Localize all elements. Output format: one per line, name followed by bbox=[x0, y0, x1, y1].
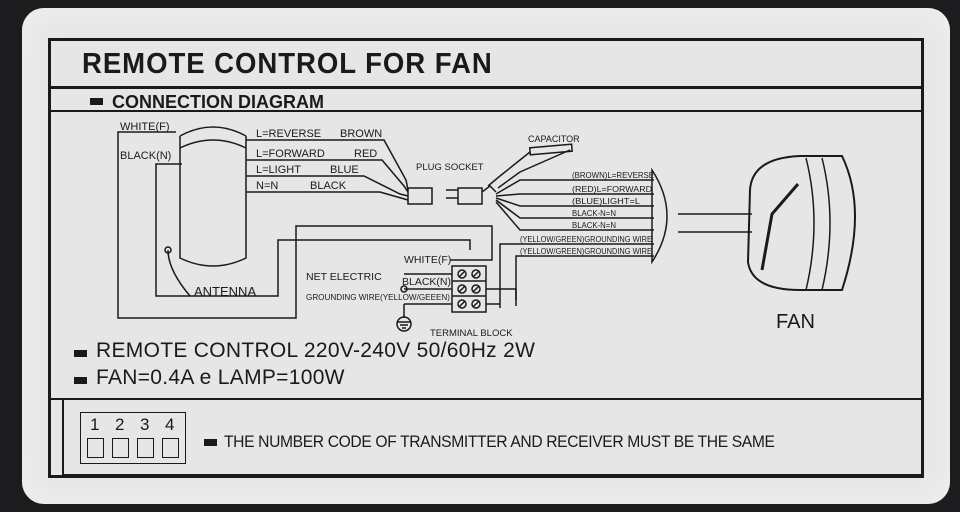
fan-wire-label: (RED)L=FORWARD bbox=[572, 184, 652, 194]
fan-wire-label: (BLUE)LIGHT=L bbox=[572, 196, 640, 206]
bullet-icon bbox=[74, 350, 87, 357]
specs-rule bbox=[50, 398, 922, 400]
fan-wire-label: BLACK-N=N bbox=[572, 208, 616, 218]
label-plug-socket: PLUG SOCKET bbox=[416, 162, 484, 173]
fan-motor bbox=[746, 155, 856, 291]
label-l-forward: L=FORWARD bbox=[256, 148, 325, 160]
label-frame bbox=[48, 38, 924, 478]
dip-switch-slot bbox=[162, 438, 179, 458]
label-l-light: L=LIGHT bbox=[256, 164, 301, 176]
dip-number: 2 bbox=[115, 415, 125, 434]
title-rule bbox=[50, 86, 922, 89]
label-terminal-white: WHITE(F) bbox=[404, 254, 451, 266]
label-card bbox=[22, 8, 950, 504]
wire-black bbox=[246, 191, 409, 201]
plug-socket bbox=[407, 187, 433, 205]
dip-switch-slot bbox=[112, 438, 129, 458]
label-terminal-black: BLACK(N) bbox=[402, 276, 451, 288]
label-n-n: N=N bbox=[256, 180, 278, 192]
label-black-n: BLACK(N) bbox=[120, 150, 171, 162]
antenna-wire bbox=[167, 249, 191, 297]
fan-wire-label: (YELLOW/GREEN)GROUNDING WIRE bbox=[520, 246, 652, 256]
note-box-left bbox=[62, 400, 64, 476]
label-fan: FAN bbox=[776, 311, 815, 333]
label-blue: BLUE bbox=[330, 164, 359, 176]
capacitor bbox=[528, 143, 573, 156]
wire-blue bbox=[246, 175, 409, 197]
wire-brown bbox=[246, 139, 409, 191]
bullet-icon bbox=[204, 439, 217, 446]
label-white-f: WHITE(F) bbox=[120, 121, 169, 133]
spec-voltage: REMOTE CONTROL 220V-240V 50/60Hz 2W bbox=[96, 339, 536, 362]
dip-number: 4 bbox=[165, 415, 175, 434]
wire-white-in bbox=[117, 131, 493, 319]
page-title: REMOTE CONTROL FOR FAN bbox=[82, 48, 493, 80]
label-brown: BROWN bbox=[340, 128, 382, 140]
label-black: BLACK bbox=[310, 180, 347, 192]
dip-switch: 1 2 3 4 bbox=[80, 412, 186, 464]
fan-wire-label: (YELLOW/GREEN)GROUNDING WIRE bbox=[520, 234, 652, 244]
code-note: THE NUMBER CODE OF TRANSMITTER AND RECEI… bbox=[224, 432, 775, 451]
section-heading: CONNECTION DIAGRAM bbox=[112, 92, 324, 112]
label-terminal-block: TERMINAL BLOCK bbox=[430, 328, 513, 339]
dip-number: 1 bbox=[90, 415, 100, 434]
receiver-body bbox=[179, 136, 247, 267]
subtitle-rule bbox=[50, 110, 922, 112]
dip-number: 3 bbox=[140, 415, 150, 434]
fan-wire-label: (BROWN)L=REVERSE bbox=[572, 170, 654, 180]
label-antenna: ANTENNA bbox=[194, 284, 256, 299]
spec-current: FAN=0.4A e LAMP=100W bbox=[96, 366, 345, 389]
label-grounding-wire: GROUNDING WIRE(YELLOW/GEEEN) bbox=[306, 292, 450, 302]
wire-red bbox=[246, 159, 409, 193]
dip-switch-slot bbox=[87, 438, 104, 458]
label-red: RED bbox=[354, 148, 377, 160]
label-l-reverse: L=REVERSE bbox=[256, 128, 321, 140]
bullet-icon bbox=[74, 377, 87, 384]
label-net-electric: NET ELECTRIC bbox=[306, 271, 382, 283]
note-box-bottom bbox=[62, 474, 922, 476]
fan-canopy bbox=[651, 167, 668, 265]
terminal-block bbox=[451, 265, 487, 313]
fan-wire-label: BLACK-N=N bbox=[572, 220, 616, 230]
wire-black-in bbox=[155, 163, 471, 297]
dip-switch-slot bbox=[137, 438, 154, 458]
bullet-icon bbox=[90, 98, 103, 105]
label-capacitor: CAPACITOR bbox=[528, 134, 580, 144]
